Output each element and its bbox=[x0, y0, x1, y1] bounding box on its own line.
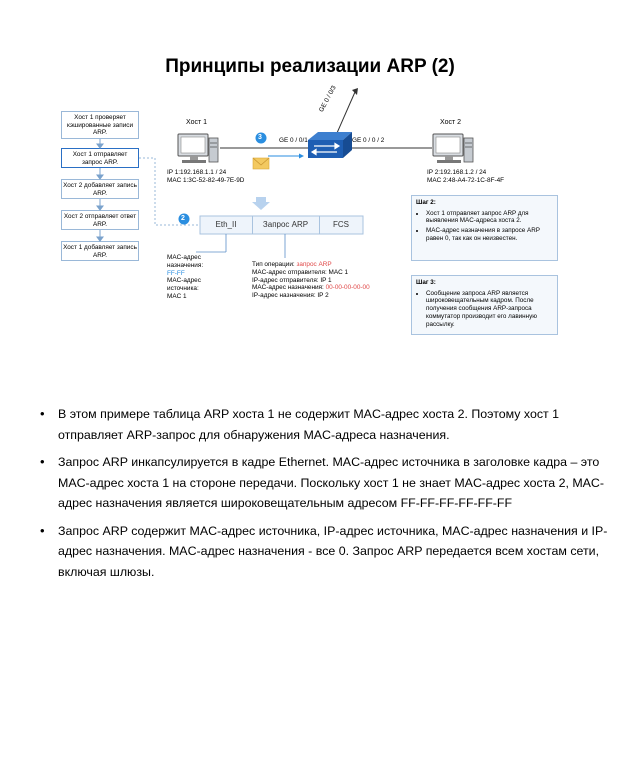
host1-mac: MAC 1:3C-52-82-49-7E-9D bbox=[167, 177, 245, 184]
envelope-icon bbox=[252, 157, 270, 170]
explanation-list: В этом примере таблица ARP хоста 1 не со… bbox=[38, 404, 613, 589]
target-ip: IP-адрес назначения: IP 2 bbox=[252, 292, 329, 300]
host1-computer-icon bbox=[177, 133, 219, 163]
page-title: Принципы реализации ARP (2) bbox=[165, 56, 455, 77]
step2-heading: Шаг 2: bbox=[416, 199, 436, 206]
host1-label: Хост 1 bbox=[186, 119, 208, 126]
op-label: Тип операции: bbox=[252, 261, 295, 268]
host2-label: Хост 2 bbox=[440, 119, 462, 126]
src-mac-value: MAC 1 bbox=[167, 292, 187, 300]
host2-ip: IP 2:192.168.1.2 / 24 bbox=[427, 169, 487, 176]
bullet-3: Запрос ARP содержит MAC-адрес источника,… bbox=[40, 521, 613, 583]
dest-mac-label: MAC-адрес назначения: bbox=[167, 254, 204, 269]
step3-item-1: Сообщение запроса ARP является широковещ… bbox=[426, 290, 553, 329]
flow-arrows bbox=[96, 139, 104, 242]
host1-ip: IP 1:192.168.1.1 / 24 bbox=[167, 169, 227, 176]
transmit-arrow bbox=[268, 153, 304, 159]
step2-item-2: MAC-адрес назначения в запросе ARP равен… bbox=[426, 227, 553, 242]
step-2-badge bbox=[178, 213, 190, 225]
step-3-number: 3 bbox=[258, 134, 262, 141]
switch-icon bbox=[308, 132, 352, 158]
step3-heading: Шаг 3: bbox=[416, 279, 436, 286]
op-value: запрос ARP bbox=[296, 261, 332, 268]
src-mac-label: MAC-адрес источника: bbox=[167, 277, 201, 293]
step2-box: Шаг 2: Хост 1 отправляет запрос ARP для … bbox=[411, 195, 558, 261]
frame-arp-request: Запрос ARP bbox=[252, 216, 320, 234]
arp-fields: Тип операции: запрос ARP MAC-адрес отпра… bbox=[252, 261, 370, 300]
step2-item-1: Хост 1 отправляет запрос ARP для выявлен… bbox=[426, 210, 553, 225]
bullet-1: В этом примере таблица ARP хоста 1 не со… bbox=[40, 404, 613, 445]
frame-eth-ii: Eth_II bbox=[200, 216, 253, 234]
step-3-badge bbox=[255, 132, 267, 144]
port-right-label: GE 0 / 0 / 2 bbox=[352, 137, 385, 144]
down-arrow-icon bbox=[252, 197, 270, 210]
sender-ip: IP-адрес отправителя: IP 1 bbox=[252, 276, 332, 284]
flow-step-5: Хост 1 добавляет запись ARP. bbox=[61, 241, 139, 261]
network-diagram bbox=[96, 88, 474, 258]
host2-computer-icon bbox=[432, 133, 474, 163]
dashed-connector bbox=[139, 157, 200, 226]
dest-mac-block: MAC-адрес назначения: FF-FF MAC-адрес ис… bbox=[167, 254, 227, 301]
frame-detail-lines bbox=[196, 234, 286, 258]
frame-outline bbox=[199, 215, 364, 235]
port-left-label: GE 0 / 0/1 bbox=[279, 137, 308, 144]
flow-step-1: Хост 1 проверяет кэшированные записи ARP… bbox=[61, 111, 139, 139]
step-2-number: 2 bbox=[181, 215, 185, 222]
target-mac-value: 00-00-00-00-00 bbox=[325, 284, 370, 292]
dest-mac-value: FF-FF bbox=[167, 269, 185, 277]
step3-box: Шаг 3: Сообщение запроса ARP является ши… bbox=[411, 275, 558, 335]
host2-mac: MAC 2:48-A4-72-1C-8F-4F bbox=[427, 177, 505, 184]
frame-fcs: FCS bbox=[333, 220, 349, 229]
sender-mac: MAC-адрес отправителя: MAC 1 bbox=[252, 268, 349, 276]
target-mac-label: MAC-адрес назначения: bbox=[252, 284, 324, 292]
bullet-2: Запрос ARP инкапсулируется в кадре Ether… bbox=[40, 452, 613, 514]
